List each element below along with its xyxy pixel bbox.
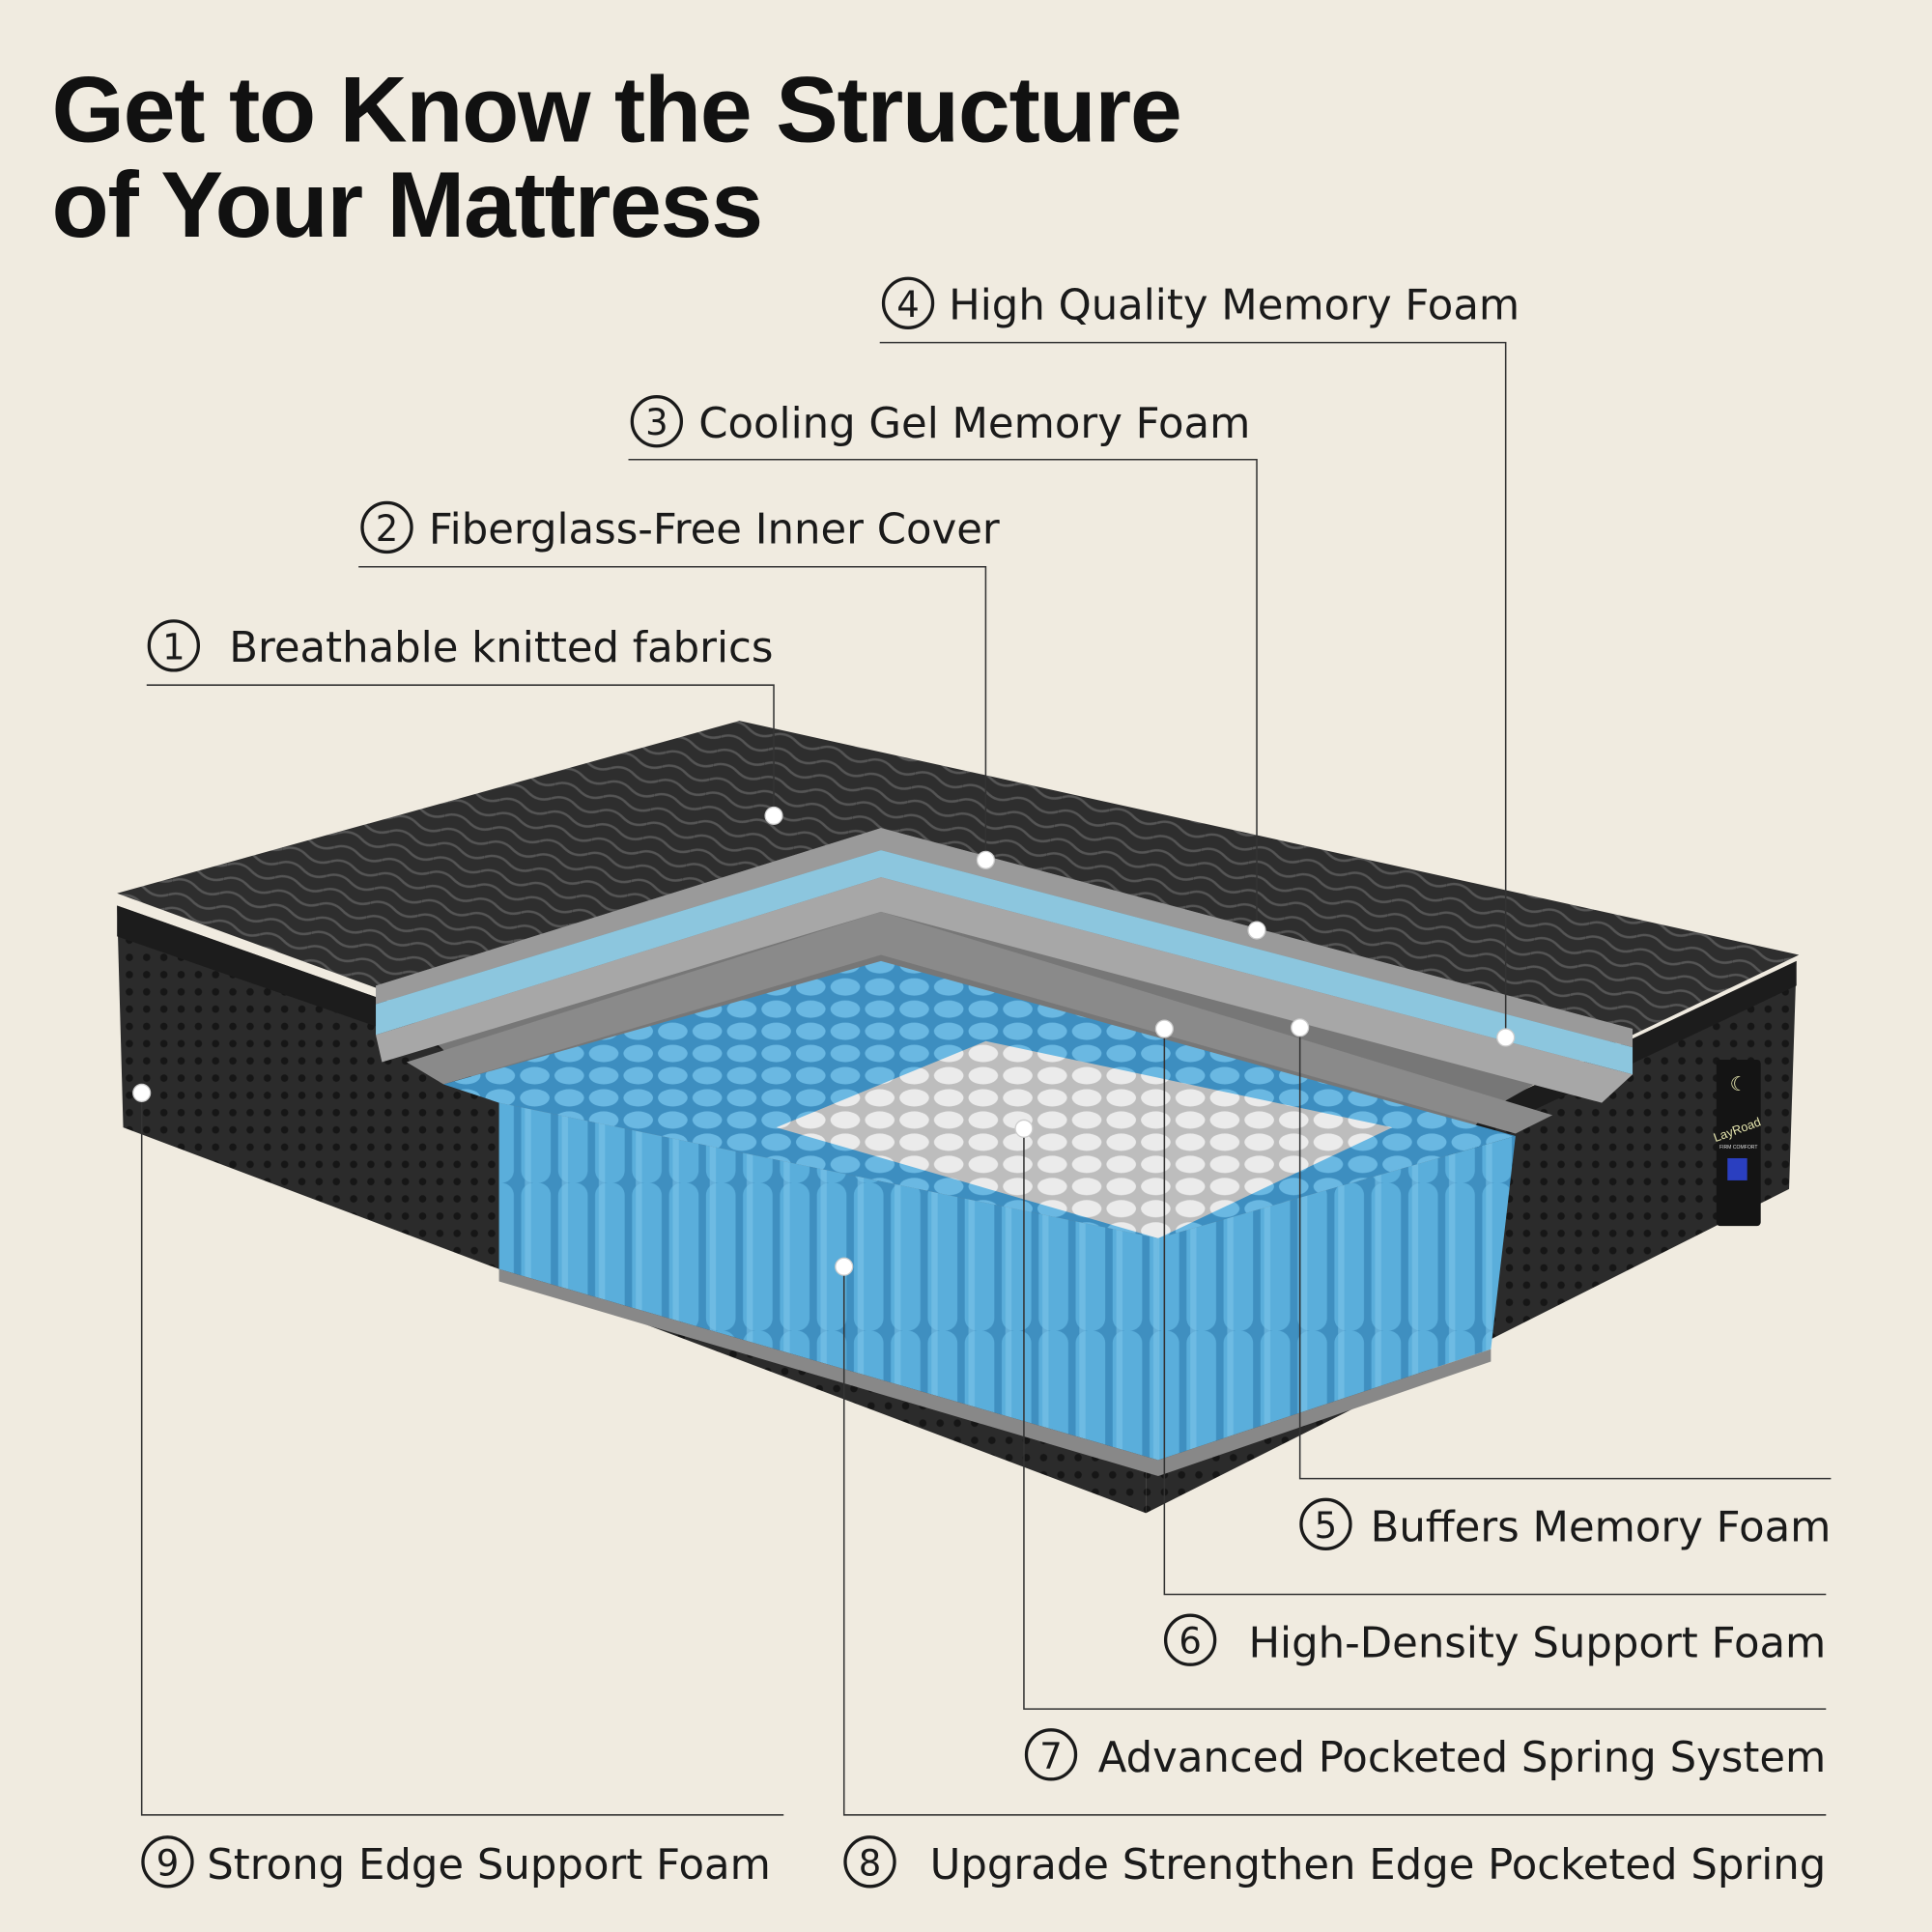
memory-foam-layer [376, 877, 1634, 1103]
layer-label-2: 2 Fiberglass-Free Inner Cover [360, 500, 1000, 554]
svg-text:5: 5 [1315, 1505, 1338, 1547]
svg-text:Upgrade Strengthen Edge Pocket: Upgrade Strengthen Edge Pocketed Spring [930, 1841, 1827, 1889]
svg-text:Buffers Memory Foam: Buffers Memory Foam [1371, 1504, 1832, 1552]
svg-text:High-Density Support Foam: High-Density Support Foam [1248, 1620, 1826, 1668]
cooling-gel-layer [376, 850, 1634, 1075]
layer-label-6: 6 High-Density Support Foam [1163, 1613, 1826, 1668]
layer-label-8: 8 Upgrade Strengthen Edge Pocketed Sprin… [843, 1835, 1827, 1889]
edge-springs-right [1157, 1136, 1516, 1461]
layer-label-9: 9 Strong Edge Support Foam [141, 1835, 771, 1889]
layer-label-1: 1 Breathable knitted fabrics [147, 619, 773, 672]
svg-text:9: 9 [156, 1842, 180, 1884]
layer-label-3: 3 Cooling Gel Memory Foam [630, 395, 1250, 448]
brand-tag: ☾ LayRoad FIRM COMFORT [1712, 1059, 1763, 1227]
svg-text:Strong Edge Support Foam: Strong Edge Support Foam [207, 1841, 771, 1889]
svg-text:High Quality Memory Foam: High Quality Memory Foam [949, 281, 1520, 329]
svg-text:Cooling Gel Memory Foam: Cooling Gel Memory Foam [698, 400, 1250, 448]
center-springs [776, 1040, 1393, 1238]
leader-lines [132, 341, 1832, 1816]
certification-icon [1727, 1157, 1747, 1180]
svg-text:8: 8 [859, 1842, 882, 1884]
layer-label-5: 5 Buffers Memory Foam [1299, 1497, 1832, 1552]
svg-text:1: 1 [162, 626, 185, 668]
svg-text:7: 7 [1039, 1735, 1063, 1776]
svg-text:6: 6 [1179, 1621, 1202, 1662]
layer-label-4: 4 High Quality Memory Foam [881, 276, 1520, 329]
title-line-2: of Your Mattress [52, 152, 762, 257]
svg-text:3: 3 [645, 402, 668, 443]
svg-text:Fiberglass-Free Inner Cover: Fiberglass-Free Inner Cover [429, 506, 1000, 554]
inner-cover-layer [376, 828, 1634, 1048]
edge-springs-left [498, 1102, 1158, 1461]
mattress-illustration: ☾ LayRoad FIRM COMFORT [117, 721, 1800, 1514]
svg-text:Advanced Pocketed Spring Syste: Advanced Pocketed Spring System [1098, 1734, 1827, 1782]
svg-text:Breathable knitted fabrics: Breathable knitted fabrics [229, 624, 773, 672]
buffer-foam-layer [406, 911, 1553, 1134]
layer-label-7: 7 Advanced Pocketed Spring System [1024, 1728, 1827, 1782]
brand-sub: FIRM COMFORT [1719, 1145, 1758, 1151]
moon-icon: ☾ [1730, 1072, 1747, 1095]
svg-text:4: 4 [896, 284, 920, 326]
title-line-1: Get to Know the Structure [52, 57, 1181, 162]
svg-text:2: 2 [376, 508, 399, 550]
